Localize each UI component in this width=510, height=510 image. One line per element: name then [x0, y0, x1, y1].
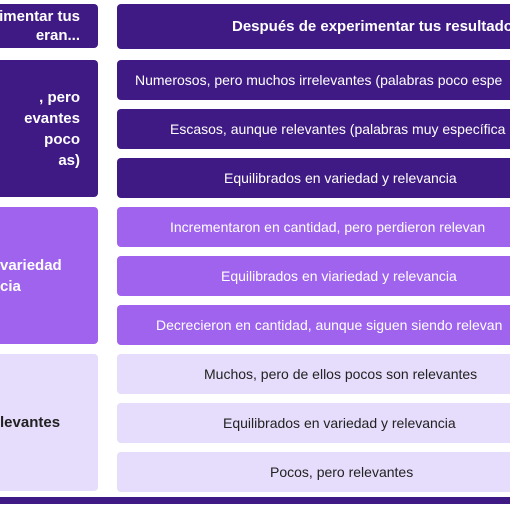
- group-2-item-1: Incrementaron en cantidad, pero perdiero…: [117, 207, 510, 247]
- group-1-item-2-text: Escasos, aunque relevantes (palabras muy…: [170, 121, 506, 137]
- group-2-item-3: Decrecieron en cantidad, aunque siguen s…: [117, 305, 510, 345]
- group-1-label-line3: poco: [44, 130, 80, 148]
- group-3-item-2: Equilibrados en variedad y relevancia: [117, 403, 510, 443]
- group-3-item-2-text: Equilibrados en variedad y relevancia: [223, 415, 456, 431]
- group-2-label-line1: variedad: [0, 256, 62, 274]
- group-3-item-3: Pocos, pero relevantes: [117, 452, 510, 492]
- header-right-text: Después de experimentar tus resultado: [232, 18, 510, 35]
- group-2-label: variedad cia: [0, 207, 98, 344]
- group-2-item-1-text: Incrementaron en cantidad, pero perdiero…: [170, 219, 486, 235]
- group-3-label: levantes: [0, 354, 98, 491]
- group-1-item-1: Numerosos, pero muchos irrelevantes (pal…: [117, 60, 510, 100]
- group-2-item-2: Equilibrados en viariedad y relevancia: [117, 256, 510, 296]
- group-3-item-3-text: Pocos, pero relevantes: [270, 464, 414, 480]
- group-1-item-3: Equilibrados en variedad y relevancia: [117, 158, 510, 198]
- group-3-label-line1: levantes: [0, 414, 61, 431]
- group-1-label-line2: evantes: [24, 109, 80, 127]
- group-2-item-2-text: Equilibrados en viariedad y relevancia: [221, 268, 457, 284]
- group-1-item-1-text: Numerosos, pero muchos irrelevantes (pal…: [135, 72, 503, 88]
- group-1-item-3-text: Equilibrados en variedad y relevancia: [224, 170, 457, 186]
- group-3-item-1: Muchos, pero de ellos pocos son relevant…: [117, 354, 510, 394]
- header-right-cell: Después de experimentar tus resultado: [117, 4, 510, 49]
- group-1-label-line4: as): [58, 151, 80, 169]
- group-1-label: , pero evantes poco as): [0, 60, 98, 197]
- group-2-label-line2: cia: [0, 277, 21, 295]
- header-left-line1: imentar tus: [0, 8, 80, 25]
- group-3-item-1-text: Muchos, pero de ellos pocos son relevant…: [204, 366, 478, 382]
- group-1-label-line1: , pero: [39, 88, 80, 106]
- group-1-item-2: Escasos, aunque relevantes (palabras muy…: [117, 109, 510, 149]
- bottom-divider: [0, 497, 510, 504]
- header-left-line2: eran...: [35, 27, 80, 44]
- header-left-cell: imentar tus eran...: [0, 4, 98, 48]
- group-2-item-3-text: Decrecieron en cantidad, aunque siguen s…: [156, 317, 503, 333]
